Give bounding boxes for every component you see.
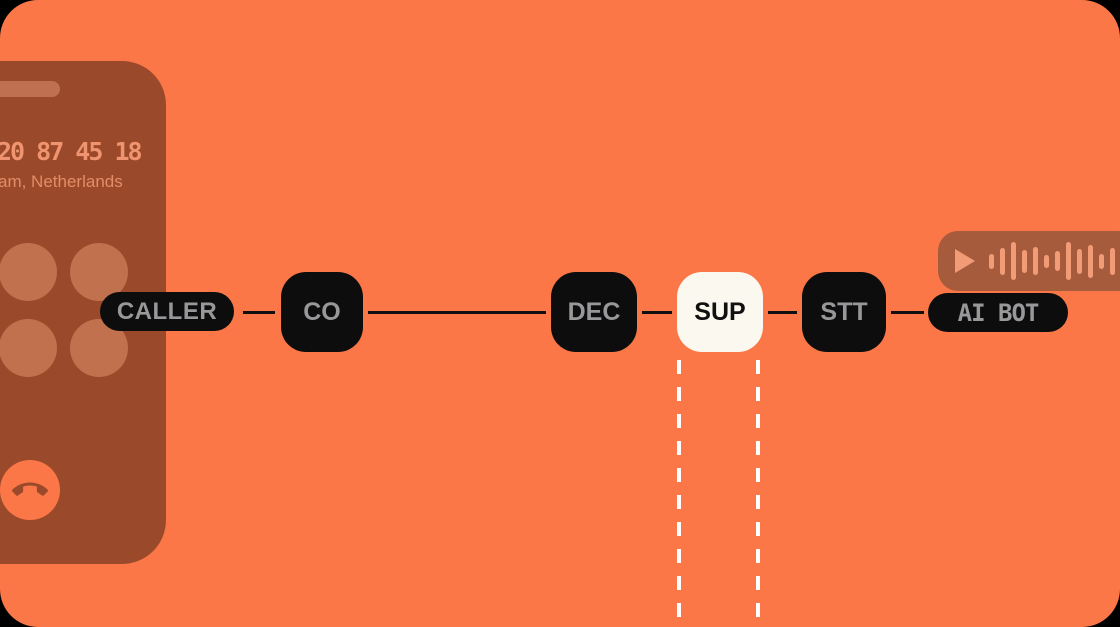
waveform-bar xyxy=(1033,247,1038,275)
caller-phone-number: 20 87 45 18 xyxy=(0,137,143,166)
waveform-bar xyxy=(1011,242,1016,280)
waveform-bar xyxy=(1077,248,1082,274)
dialpad-circle xyxy=(0,319,57,377)
flow-node-caller: CALLER xyxy=(100,292,234,331)
waveform-bars xyxy=(989,242,1120,280)
dialpad-circle xyxy=(70,243,128,301)
connector-caller-co xyxy=(243,311,275,314)
connector-stt-aibot xyxy=(891,311,924,314)
hangup-button xyxy=(0,460,60,520)
caller-location: am, Netherlands xyxy=(0,172,123,191)
waveform-bar xyxy=(1088,244,1093,278)
play-icon xyxy=(955,249,975,273)
flow-node-sup: SUP xyxy=(677,272,763,352)
sup-dashed-line-right xyxy=(756,360,760,627)
waveform-bar xyxy=(1055,251,1060,271)
connector-co-dec xyxy=(368,311,546,314)
connector-dec-sup xyxy=(642,311,672,314)
audio-waveform-widget xyxy=(938,231,1120,291)
flow-node-dec: DEC xyxy=(551,272,637,352)
waveform-bar xyxy=(1099,253,1104,269)
flow-node-aibot: AI BOT xyxy=(928,293,1068,332)
sup-dashed-line-left xyxy=(677,360,681,627)
waveform-bar xyxy=(1110,247,1115,275)
dialpad-circle xyxy=(0,243,57,301)
waveform-bar xyxy=(1044,254,1049,268)
phone-hangup-icon xyxy=(12,472,48,508)
connector-sup-stt xyxy=(768,311,797,314)
waveform-bar xyxy=(1066,242,1071,280)
flow-node-co: CO xyxy=(281,272,363,352)
waveform-bar xyxy=(1000,247,1005,275)
waveform-bar xyxy=(989,253,994,269)
flow-node-stt: STT xyxy=(802,272,886,352)
waveform-bar xyxy=(1022,249,1027,273)
phone-notch xyxy=(0,81,60,97)
